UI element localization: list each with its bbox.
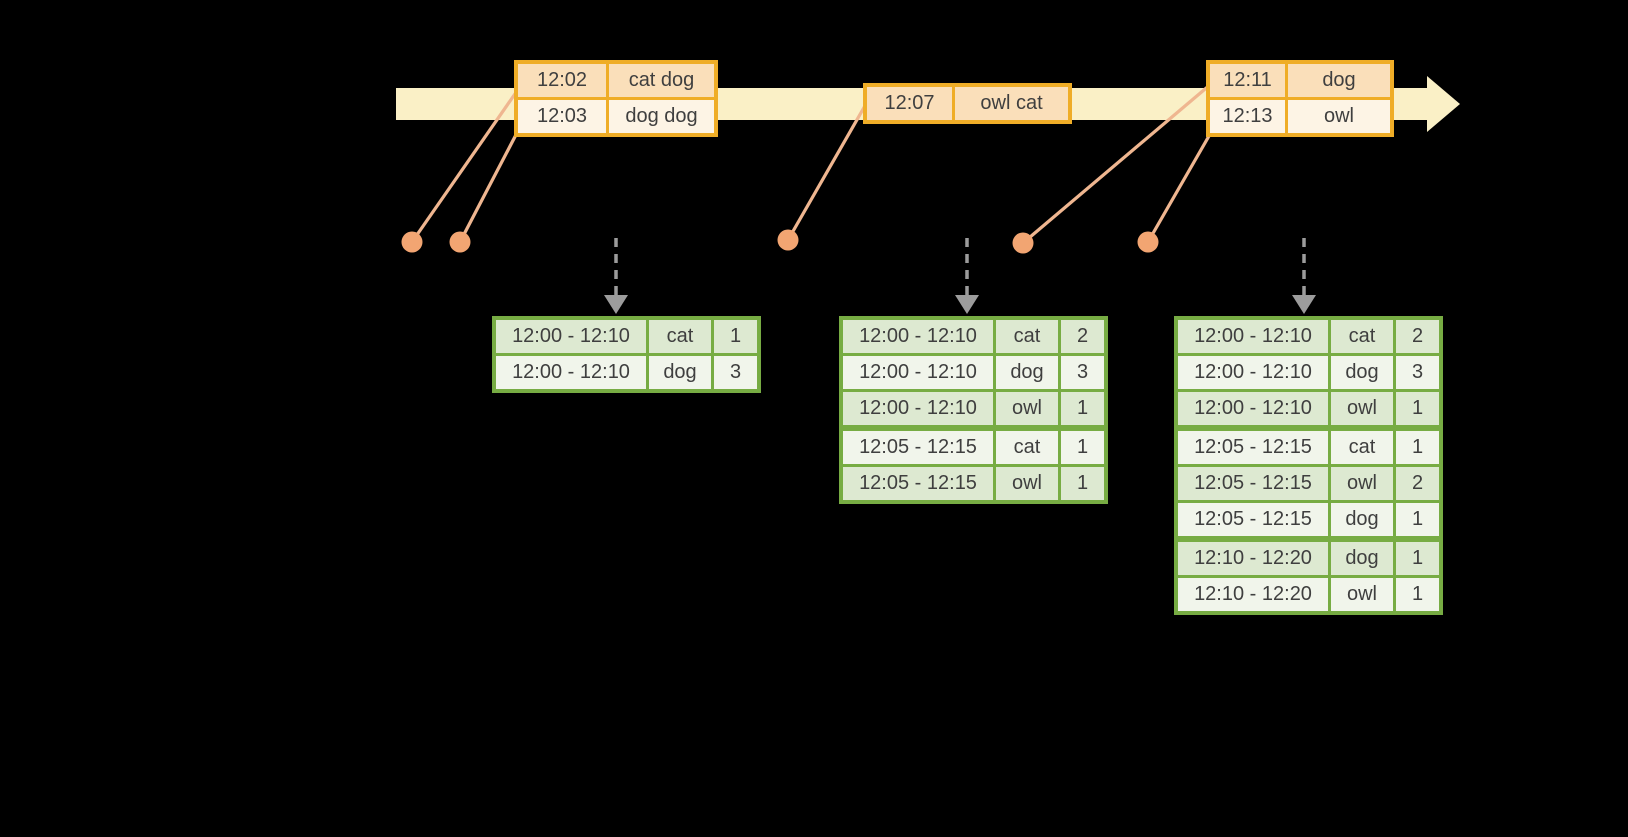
event-words-cell: dog bbox=[1288, 64, 1390, 97]
trigger-arrow-down bbox=[1292, 238, 1316, 314]
result-word-cell: dog bbox=[1331, 356, 1393, 389]
result-window-cell: 12:00 - 12:10 bbox=[496, 356, 646, 389]
event-words-cell: cat dog bbox=[609, 64, 714, 97]
result-window-cell: 12:05 - 12:15 bbox=[1178, 503, 1328, 536]
result-count-cell: 1 bbox=[1396, 542, 1439, 575]
result-count-cell: 3 bbox=[1396, 356, 1439, 389]
result-word-cell: cat bbox=[996, 431, 1058, 464]
event-marker-line bbox=[1146, 128, 1215, 243]
event-dot bbox=[1012, 232, 1034, 254]
trigger-arrows bbox=[604, 238, 1316, 314]
result-count-cell: 1 bbox=[1396, 578, 1439, 611]
trigger-arrow-down bbox=[604, 238, 628, 314]
result-word-cell: owl bbox=[1331, 578, 1393, 611]
result-word-cell: owl bbox=[996, 467, 1058, 500]
event-marker-line bbox=[410, 90, 519, 243]
result-word-cell: dog bbox=[1331, 542, 1393, 575]
result-window-cell: 12:00 - 12:10 bbox=[1178, 356, 1328, 389]
result-window-cell: 12:05 - 12:15 bbox=[1178, 431, 1328, 464]
result-count-cell: 2 bbox=[1061, 320, 1104, 353]
event-markers bbox=[410, 82, 1215, 245]
event-dot bbox=[1137, 231, 1159, 253]
event-time-cell: 12:13 bbox=[1210, 100, 1285, 133]
result-window-cell: 12:00 - 12:10 bbox=[1178, 320, 1328, 353]
result-window-cell: 12:10 - 12:20 bbox=[1178, 542, 1328, 575]
result-word-cell: cat bbox=[649, 320, 711, 353]
result-count-cell: 3 bbox=[1061, 356, 1104, 389]
event-words-cell: owl bbox=[1288, 100, 1390, 133]
result-window-cell: 12:10 - 12:20 bbox=[1178, 578, 1328, 611]
event-marker-line bbox=[786, 103, 868, 241]
result-window-cell: 12:05 - 12:15 bbox=[843, 467, 993, 500]
event-time-cell: 12:11 bbox=[1210, 64, 1285, 97]
event-words-cell: dog dog bbox=[609, 100, 714, 133]
event-time-cell: 12:03 bbox=[518, 100, 606, 133]
event-dot bbox=[449, 231, 471, 253]
result-word-cell: dog bbox=[996, 356, 1058, 389]
event-marker-dots bbox=[401, 229, 1159, 254]
event-marker-line bbox=[1021, 82, 1213, 245]
result-count-cell: 1 bbox=[1396, 503, 1439, 536]
result-window-cell: 12:00 - 12:10 bbox=[843, 392, 993, 425]
result-word-cell: cat bbox=[996, 320, 1058, 353]
result-word-cell: dog bbox=[649, 356, 711, 389]
event-time-cell: 12:07 bbox=[867, 87, 952, 120]
result-count-cell: 2 bbox=[1396, 467, 1439, 500]
result-word-cell: cat bbox=[1331, 431, 1393, 464]
result-count-cell: 2 bbox=[1396, 320, 1439, 353]
result-word-cell: owl bbox=[1331, 392, 1393, 425]
event-words-cell: owl cat bbox=[955, 87, 1068, 120]
result-count-cell: 1 bbox=[1061, 392, 1104, 425]
result-count-cell: 1 bbox=[1396, 431, 1439, 464]
result-count-cell: 3 bbox=[714, 356, 757, 389]
result-word-cell: owl bbox=[996, 392, 1058, 425]
result-count-cell: 1 bbox=[1061, 431, 1104, 464]
result-window-cell: 12:05 - 12:15 bbox=[843, 431, 993, 464]
trigger-arrow-down bbox=[955, 238, 979, 314]
event-dot bbox=[777, 229, 799, 251]
result-window-cell: 12:00 - 12:10 bbox=[1178, 392, 1328, 425]
result-word-cell: dog bbox=[1331, 503, 1393, 536]
result-word-cell: owl bbox=[1331, 467, 1393, 500]
result-count-cell: 1 bbox=[1396, 392, 1439, 425]
result-word-cell: cat bbox=[1331, 320, 1393, 353]
result-window-cell: 12:00 - 12:10 bbox=[843, 356, 993, 389]
event-marker-line bbox=[458, 128, 521, 243]
event-time-cell: 12:02 bbox=[518, 64, 606, 97]
event-dot bbox=[401, 231, 423, 253]
result-window-cell: 12:05 - 12:15 bbox=[1178, 467, 1328, 500]
result-count-cell: 1 bbox=[1061, 467, 1104, 500]
result-window-cell: 12:00 - 12:10 bbox=[843, 320, 993, 353]
result-window-cell: 12:00 - 12:10 bbox=[496, 320, 646, 353]
result-count-cell: 1 bbox=[714, 320, 757, 353]
